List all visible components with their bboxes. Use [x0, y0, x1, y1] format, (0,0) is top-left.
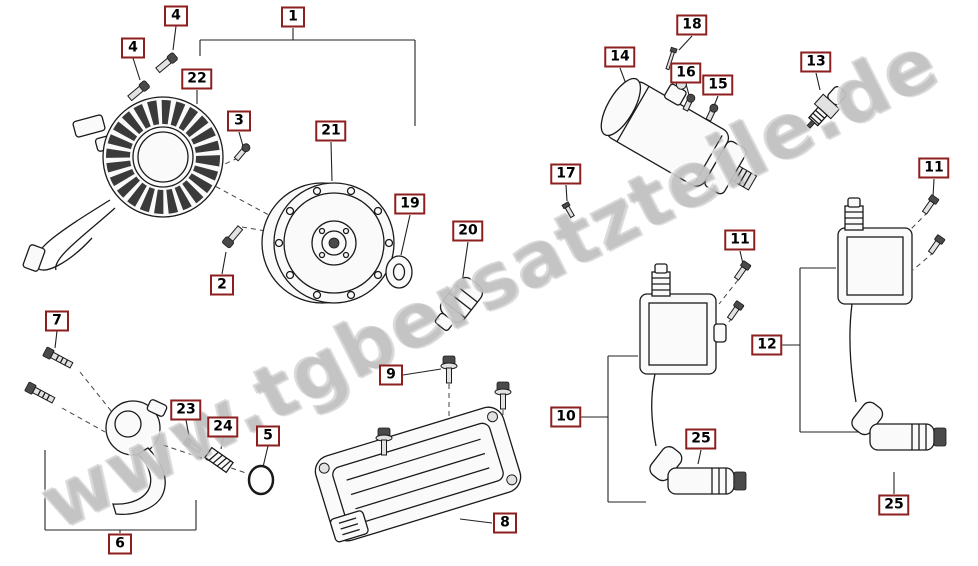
flywheel-rotor	[261, 182, 395, 304]
o-ring-5	[247, 464, 275, 496]
bolt-9a	[440, 355, 458, 384]
bolt-2	[222, 225, 244, 249]
callout-14[interactable]: 14	[604, 46, 636, 68]
callout-21[interactable]: 21	[315, 120, 347, 142]
screw-11-right-b	[927, 234, 946, 255]
bolt-9c	[375, 427, 393, 456]
screw-17	[561, 201, 575, 219]
screw-15	[705, 103, 719, 122]
callout-19[interactable]: 19	[394, 193, 426, 215]
pickup-assembly	[105, 399, 168, 515]
callout-17[interactable]: 17	[550, 163, 582, 185]
cdi-unit	[314, 406, 522, 543]
callout-1[interactable]: 1	[281, 6, 305, 28]
screw-11-left-b	[726, 300, 745, 321]
screw-16	[682, 93, 696, 112]
ignition-coil-right	[837, 197, 913, 403]
washer-19	[385, 255, 413, 289]
callout-25a[interactable]: 25	[685, 428, 717, 450]
callout-16[interactable]: 16	[670, 62, 702, 84]
callout-2[interactable]: 2	[210, 274, 234, 296]
callout-11a[interactable]: 11	[918, 157, 950, 179]
bolt-4-lower	[127, 80, 150, 102]
screw-18	[665, 46, 678, 71]
spark-plug	[806, 86, 847, 129]
callout-8[interactable]: 8	[493, 512, 517, 534]
callout-24[interactable]: 24	[207, 416, 239, 438]
ignition-coil-left	[639, 263, 727, 447]
callout-25b[interactable]: 25	[878, 494, 910, 516]
bolt-7b	[24, 381, 56, 404]
rubber-boot-20	[434, 276, 484, 332]
bolt-9b	[494, 381, 512, 410]
callout-4b[interactable]: 4	[121, 37, 145, 59]
callout-6[interactable]: 6	[108, 533, 132, 555]
screw-11-right-a	[921, 194, 940, 215]
callout-12[interactable]: 12	[751, 334, 783, 356]
stator-assembly	[22, 96, 224, 272]
callout-20[interactable]: 20	[452, 220, 484, 242]
callout-18[interactable]: 18	[676, 14, 708, 36]
spring-24	[204, 446, 234, 474]
bolt-7a	[42, 346, 74, 369]
callout-13[interactable]: 13	[800, 51, 832, 73]
callout-7[interactable]: 7	[45, 310, 69, 332]
callout-4a[interactable]: 4	[164, 5, 188, 27]
screw-3	[233, 143, 251, 162]
callout-10[interactable]: 10	[550, 406, 582, 428]
screw-23	[182, 436, 202, 454]
callout-3[interactable]: 3	[227, 110, 251, 132]
callout-15[interactable]: 15	[702, 74, 734, 96]
callout-9[interactable]: 9	[379, 364, 403, 386]
callout-22[interactable]: 22	[181, 68, 213, 90]
bolt-4-upper	[155, 52, 178, 74]
plug-cap-left	[649, 446, 747, 495]
starter-motor	[600, 77, 758, 195]
callout-23[interactable]: 23	[170, 399, 202, 421]
callout-11b[interactable]: 11	[724, 229, 756, 251]
callout-5[interactable]: 5	[256, 425, 280, 447]
leader-lines	[44, 25, 935, 533]
screw-11-left-a	[733, 260, 752, 281]
plug-cap-right	[851, 401, 947, 451]
